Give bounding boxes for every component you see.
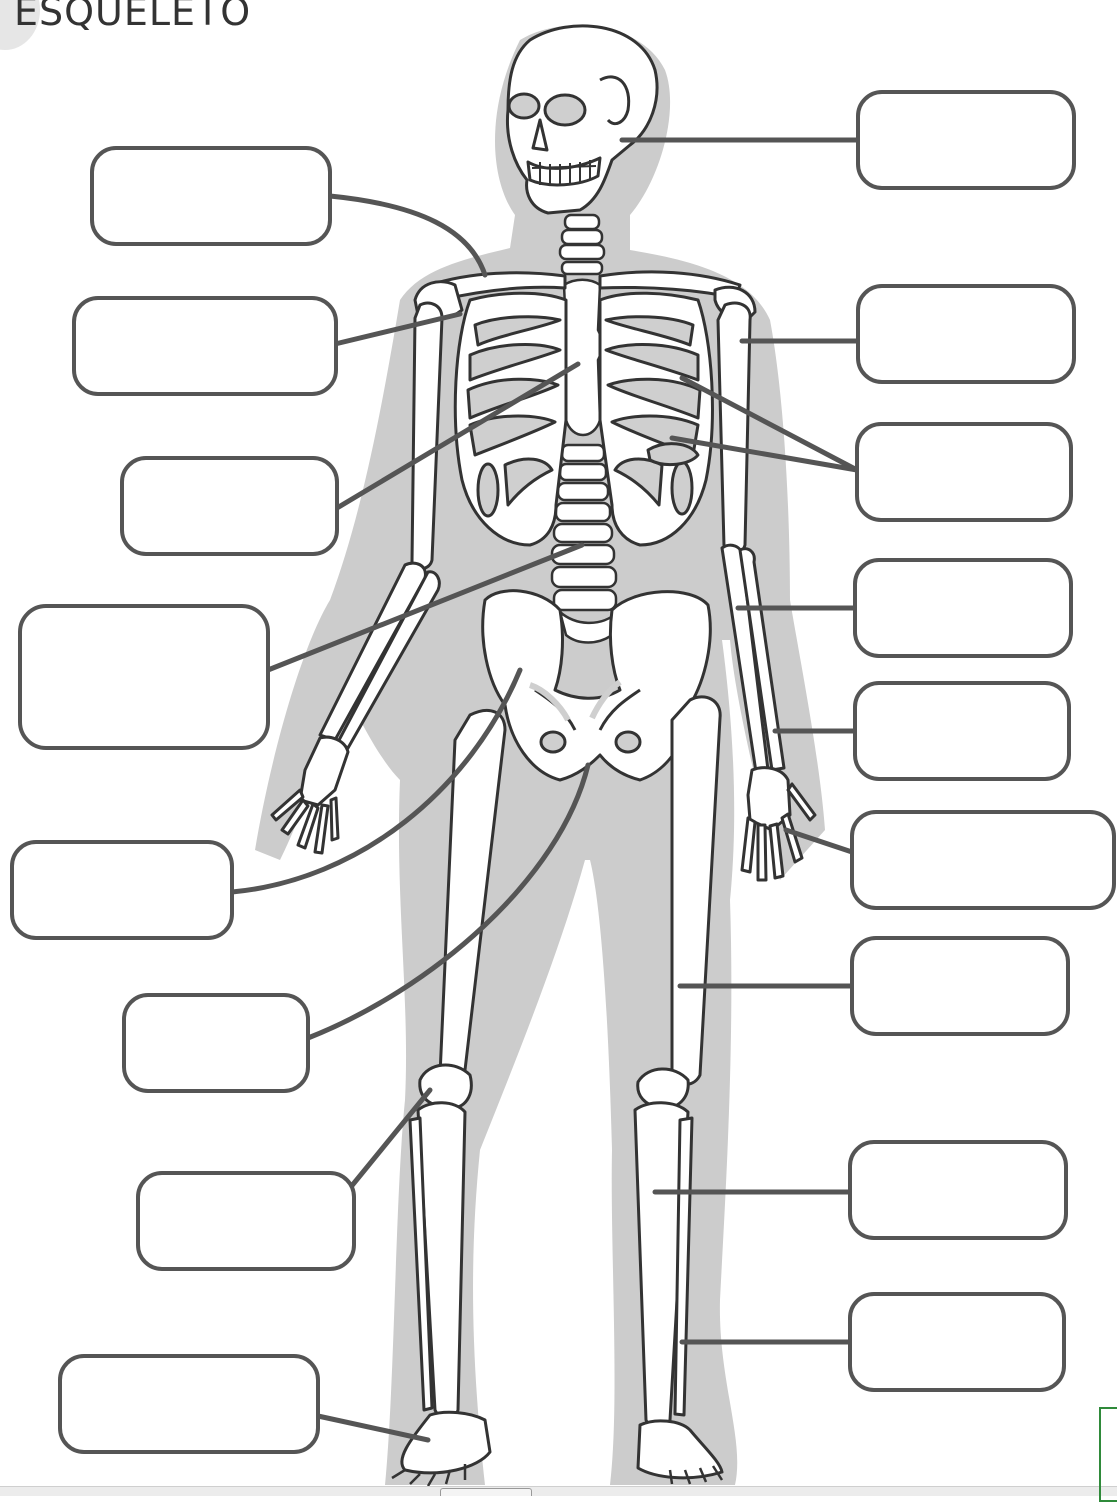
label-box-right-9[interactable] bbox=[850, 1294, 1064, 1390]
label-box-right-5[interactable] bbox=[855, 683, 1069, 779]
label-box-right-4[interactable] bbox=[855, 560, 1071, 656]
label-box-right-1[interactable] bbox=[858, 92, 1074, 188]
label-box-right-3[interactable] bbox=[857, 424, 1071, 520]
label-box-left-7[interactable] bbox=[138, 1173, 354, 1269]
label-box-left-3[interactable] bbox=[122, 458, 337, 554]
label-box-left-8[interactable] bbox=[60, 1356, 318, 1452]
label-box-right-8[interactable] bbox=[850, 1142, 1066, 1238]
label-box-left-1[interactable] bbox=[92, 148, 330, 244]
label-box-left-2[interactable] bbox=[74, 298, 336, 394]
label-box-right-2[interactable] bbox=[858, 286, 1074, 382]
selection-frame-corner bbox=[1099, 1407, 1117, 1502]
label-box-left-5[interactable] bbox=[12, 842, 232, 938]
label-box-left-4[interactable] bbox=[20, 606, 268, 748]
label-box-left-6[interactable] bbox=[124, 995, 308, 1091]
label-box-right-7[interactable] bbox=[852, 938, 1068, 1034]
label-box-right-6[interactable] bbox=[852, 812, 1114, 908]
